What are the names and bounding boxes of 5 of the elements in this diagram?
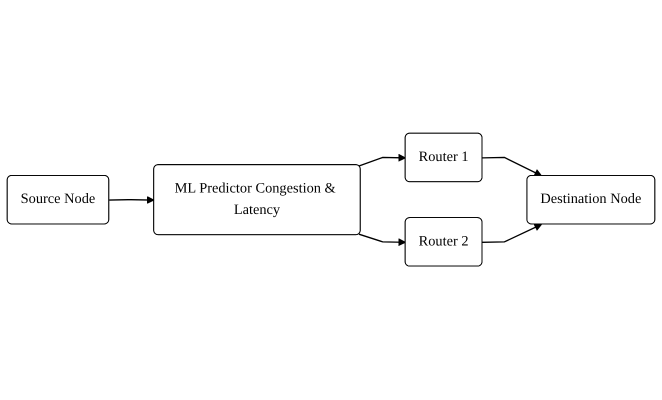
arrow [482,157,542,177]
arrow [109,196,154,204]
arrow [358,234,406,246]
arrow [482,224,542,244]
arrow [358,154,406,167]
